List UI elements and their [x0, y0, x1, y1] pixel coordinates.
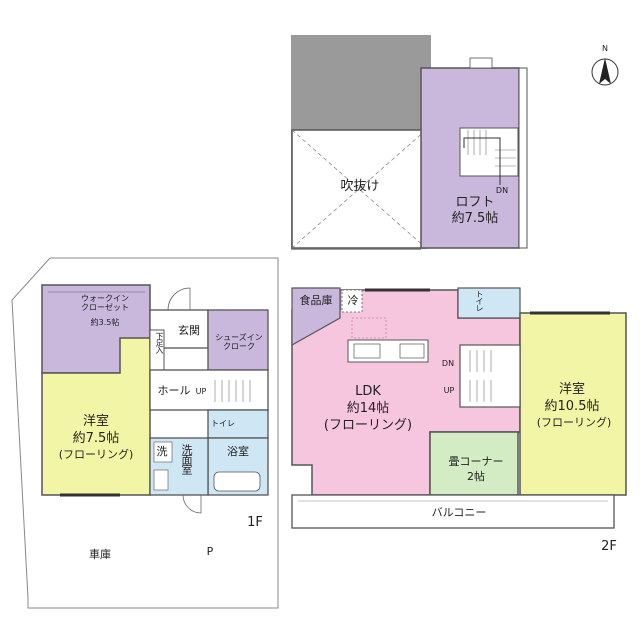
f1-sink	[153, 469, 169, 491]
f2-balcony-label: バルコニー	[431, 506, 487, 519]
f2-table-dashed	[351, 317, 387, 339]
void-cross-2	[291, 129, 427, 249]
f1-hall-label: ホール	[157, 384, 191, 397]
f2-western-name: 洋室	[558, 382, 585, 397]
f1-western-name: 洋室	[82, 414, 109, 429]
f1-toilet	[207, 409, 269, 439]
loft-stair-arrow	[463, 137, 501, 185]
f1-shoe-rack-label: 下足入	[155, 332, 164, 353]
f2-tatami-name: 畳コーナー	[448, 455, 504, 468]
compass-rose	[591, 58, 619, 86]
f2-yellow-room	[519, 312, 627, 496]
f1-washroom-door	[182, 494, 202, 514]
void-label: 吹抜け	[340, 179, 380, 194]
loft-stair-box	[459, 127, 519, 177]
f2-toilet-label: トイレ	[475, 290, 484, 311]
f2-western-floor: (フローリング)	[536, 416, 612, 429]
f2-pantry	[291, 287, 341, 347]
parking-label: P	[206, 545, 214, 558]
f2-floor-label: 2F	[601, 539, 617, 554]
f1-closet-size: 約3.5帖	[90, 318, 120, 327]
f1-western-size: 約7.5帖	[72, 431, 120, 446]
loft-right-wall	[518, 67, 528, 249]
f1-western-floor: (フローリング)	[58, 448, 134, 461]
f2-stairs-down: DN	[441, 359, 455, 368]
f2-tatami	[429, 431, 519, 496]
f2-sink	[353, 343, 381, 359]
f1-entrance-label: 玄関	[178, 324, 200, 337]
f2-ldk-floor: (フローリング)	[323, 418, 413, 433]
f1-shoe-cloak-label: シューズイン クローク	[215, 333, 263, 352]
f1-toilet-label: トイレ	[211, 419, 235, 428]
f2-fridge-label: 冷	[347, 294, 359, 307]
loft-size: 約7.5帖	[451, 211, 499, 226]
f1-hall	[149, 369, 269, 411]
f2-western-size: 約10.5帖	[544, 399, 600, 414]
f2-toilet	[457, 287, 521, 319]
f2-balcony	[291, 494, 615, 529]
f1-entry-door	[167, 287, 191, 311]
f1-floor-label: 1F	[247, 515, 263, 530]
loft-hatch	[469, 57, 493, 69]
f2-stairs-up: UP	[443, 386, 455, 395]
loft-name: ロフト	[455, 195, 495, 210]
f1-entrance	[149, 309, 209, 349]
f2-stair-box	[459, 344, 521, 408]
garage-label: 車庫	[89, 548, 111, 561]
f2-fridge	[341, 289, 363, 313]
f2-tatami-size: 2帖	[467, 470, 485, 483]
f1-bathtub	[213, 471, 261, 492]
f1-closet-name: ウォークイン クローゼット	[81, 294, 129, 313]
f2-stove	[399, 343, 425, 359]
f2-stair-treads	[469, 350, 492, 402]
f1-stair-treads	[214, 380, 251, 402]
f1-wash-label: 洗	[156, 445, 168, 458]
void-cross-1	[291, 129, 427, 249]
f1-bath-label: 浴室	[227, 445, 249, 458]
f1-washing-machine-spot	[153, 441, 173, 463]
lot-boundary	[11, 257, 279, 609]
f1-washroom-label: 洗面室	[180, 444, 193, 474]
compass-north: N	[602, 44, 608, 53]
loft-stair-treads	[467, 130, 516, 167]
f2-pantry-label: 食品庫	[299, 294, 333, 307]
f2-ldk-name: LDK	[355, 384, 381, 399]
loft-stairs-down: DN	[495, 186, 509, 195]
f2-ldk-size: 約14帖	[346, 401, 390, 416]
f1-stairs-up: UP	[195, 387, 207, 396]
